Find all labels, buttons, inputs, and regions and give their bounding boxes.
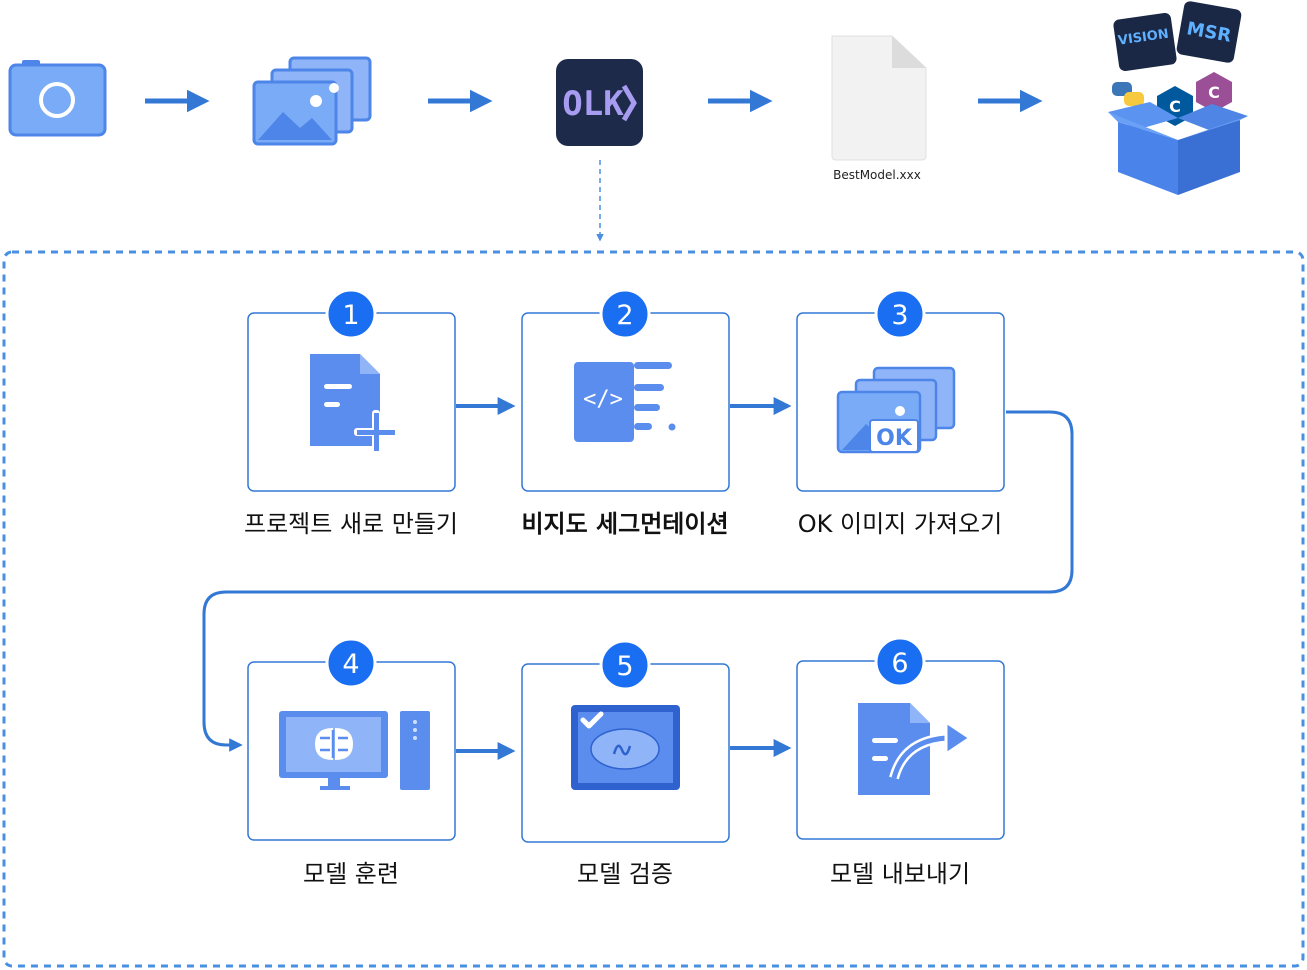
ok-images-icon: OK — [836, 366, 956, 454]
validation-screen-icon — [571, 705, 680, 790]
training-computer-icon — [279, 711, 430, 790]
svg-text:4: 4 — [342, 649, 359, 680]
workflow-container — [2, 250, 1305, 968]
svg-text:2: 2 — [616, 300, 633, 331]
ok-badge: OK — [876, 426, 913, 451]
svg-text:C: C — [1169, 97, 1181, 116]
step-label-1: 프로젝트 새로 만들기 — [244, 510, 458, 538]
file-icon — [831, 35, 927, 161]
step-badge-6: 6 — [874, 636, 926, 688]
olk-logo: OLK — [556, 59, 643, 146]
svg-text:1: 1 — [342, 300, 359, 331]
step-label-3: OK 이미지 가져오기 — [798, 510, 1002, 538]
svg-text:5: 5 — [616, 651, 633, 682]
svg-text:6: 6 — [891, 648, 908, 679]
svg-text:C: C — [1208, 83, 1220, 102]
step-badge-5: 5 — [599, 639, 651, 691]
step-label-4: 모델 훈련 — [303, 860, 399, 888]
camera-icon — [8, 60, 107, 137]
image-stack-icon — [252, 56, 372, 146]
vision-logo: VISION — [1113, 12, 1177, 72]
file-name: BestModel.xxx — [833, 168, 921, 182]
step-badge-4: 4 — [325, 637, 377, 689]
step-label-6: 모델 내보내기 — [830, 860, 970, 888]
msr-logo: MSR — [1176, 1, 1242, 63]
export-file-icon — [858, 703, 973, 795]
code-icon: </> — [574, 362, 676, 442]
package-box-icon: VISION MSR C C — [1108, 1, 1248, 195]
vision-logo-text: VISION — [1117, 27, 1170, 49]
new-file-icon — [310, 354, 398, 454]
csharp-logo-icon: C — [1196, 72, 1232, 112]
brain-icon — [315, 728, 353, 760]
step-badge-3: 3 — [874, 288, 926, 340]
svg-text:</>: </> — [583, 387, 623, 412]
step-label-2: 비지도 세그먼테이션 — [521, 510, 728, 538]
svg-text:3: 3 — [891, 300, 908, 331]
step-label-5: 모델 검증 — [577, 860, 673, 888]
flow-connector-3-4 — [202, 410, 1074, 752]
olk-logo-text: OLK — [562, 84, 624, 124]
step-badge-1: 1 — [325, 288, 377, 340]
step-badge-2: 2 — [599, 288, 651, 340]
python-logo-icon — [1112, 82, 1144, 106]
